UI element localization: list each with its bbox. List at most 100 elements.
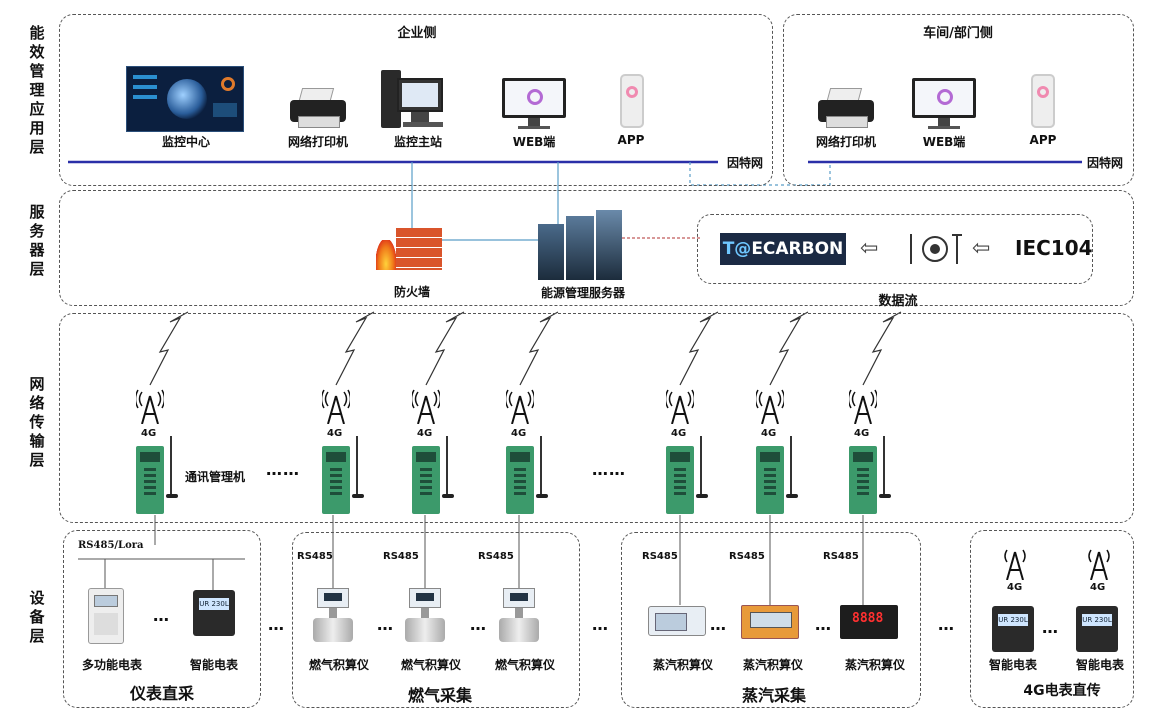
rs485-label-4: RS485 bbox=[642, 551, 678, 562]
gas-calculator-label: 燃气积算仪 bbox=[494, 658, 556, 672]
rs485-label-6: RS485 bbox=[823, 551, 859, 562]
steam-calculator-label-2: 蒸汽积算仪 bbox=[742, 658, 804, 672]
iec104-label: IEC104 bbox=[1015, 236, 1093, 260]
internet-label-enterprise: 因特网 bbox=[726, 156, 764, 170]
monitor-center-screen-icon bbox=[126, 66, 244, 132]
4g-smart-meter-icon-1: UR 230L bbox=[992, 606, 1034, 652]
device-ellipsis-5: … bbox=[592, 615, 609, 634]
enterprise-title: 企业侧 bbox=[397, 26, 437, 41]
dataflow-box bbox=[697, 214, 1093, 284]
4g-smart-meter-label-1: 智能电表 bbox=[988, 658, 1038, 672]
monitor-station-label: 监控主站 bbox=[393, 135, 443, 149]
4g-label-direct-2: 4G bbox=[1090, 582, 1106, 593]
app-phone-icon bbox=[620, 74, 644, 128]
layer-label-network: 网络传输层 bbox=[29, 375, 45, 469]
4g-label: 4G bbox=[417, 428, 433, 439]
tecarbon-logo: T@ECARBON bbox=[720, 233, 846, 265]
4g-antenna-icon bbox=[666, 388, 694, 424]
device-ellipsis-3: … bbox=[377, 615, 394, 634]
firewall-label: 防火墙 bbox=[393, 285, 431, 299]
4g-label: 4G bbox=[511, 428, 527, 439]
4g-meter-group-box bbox=[970, 530, 1134, 708]
group-steam-title: 蒸汽采集 bbox=[741, 686, 807, 705]
wireless-bolts bbox=[149, 311, 902, 386]
tecarbon-logo-right: ECARBON bbox=[751, 239, 844, 259]
enterprise-box bbox=[59, 14, 773, 186]
comm-manager-icon bbox=[666, 436, 710, 516]
group-4g-title: 4G电表直传 bbox=[1023, 683, 1101, 699]
layer-label-server: 服务器层 bbox=[29, 203, 45, 278]
rs485-label-2: RS485 bbox=[383, 551, 419, 562]
4g-label: 4G bbox=[327, 428, 343, 439]
workshop-app-label: APP bbox=[1029, 133, 1057, 147]
steam-calculator-display: 8888 bbox=[852, 611, 884, 626]
device-ellipsis-7: … bbox=[815, 615, 832, 634]
4g-smart-meter-icon-2: UR 230L bbox=[1076, 606, 1118, 652]
web-monitor-icon bbox=[502, 78, 566, 130]
rs485-lora-label: RS485/Lora bbox=[78, 540, 144, 551]
comm-manager-icon bbox=[506, 436, 550, 516]
layer-label-app: 能效管理应用层 bbox=[29, 24, 45, 156]
comm-manager-icon bbox=[756, 436, 800, 516]
4g-antenna-icon bbox=[322, 388, 350, 424]
workshop-box bbox=[783, 14, 1134, 186]
4g-smart-meter-screen-2: UR 230L bbox=[1082, 614, 1112, 626]
group-meter-title: 仪表直采 bbox=[129, 684, 195, 703]
web-label: WEB端 bbox=[512, 135, 556, 149]
rs485-label-3: RS485 bbox=[478, 551, 514, 562]
tecarbon-logo-left: T@ bbox=[722, 239, 752, 259]
network-printer-label: 网络打印机 bbox=[287, 135, 349, 149]
layer-label-device: 设备层 bbox=[29, 589, 45, 645]
comm-manager-icon bbox=[136, 436, 180, 516]
4g-antenna-icon-1 bbox=[1002, 546, 1028, 580]
4g-antenna-icon bbox=[136, 388, 164, 424]
network-ellipsis-1: …… bbox=[266, 460, 300, 479]
arrow-left-icon: ⇦ bbox=[860, 236, 879, 261]
gas-calculator-icon bbox=[405, 588, 445, 646]
dataflow-label: 数据流 bbox=[878, 294, 918, 309]
workshop-title: 车间/部门侧 bbox=[923, 26, 993, 41]
device-ellipsis-2: … bbox=[268, 615, 285, 634]
internet-label-workshop: 因特网 bbox=[1086, 156, 1124, 170]
comm-manager-icon bbox=[849, 436, 893, 516]
4g-label: 4G bbox=[854, 428, 870, 439]
monitor-station-icon bbox=[381, 70, 443, 130]
app-label: APP bbox=[617, 133, 645, 147]
4g-antenna-icon bbox=[849, 388, 877, 424]
4g-antenna-icon bbox=[756, 388, 784, 424]
steam-calculator-label-1: 蒸汽积算仪 bbox=[652, 658, 714, 672]
gas-calculator-label: 燃气积算仪 bbox=[400, 658, 462, 672]
multi-function-meter-label: 多功能电表 bbox=[81, 658, 143, 672]
network-layer-box bbox=[59, 313, 1134, 523]
iot-icon bbox=[910, 230, 962, 268]
smart-meter-screen: UR 230L bbox=[199, 598, 229, 610]
4g-label: 4G bbox=[671, 428, 687, 439]
meter-group-box bbox=[63, 530, 261, 708]
network-printer-icon bbox=[290, 88, 346, 128]
device-ellipsis-1: … bbox=[153, 606, 170, 625]
firewall-icon bbox=[376, 228, 442, 274]
steam-calculator-label-3: 蒸汽积算仪 bbox=[844, 658, 906, 672]
rs485-label-1: RS485 bbox=[297, 551, 333, 562]
steam-calculator-icon-2 bbox=[741, 605, 799, 639]
4g-antenna-icon bbox=[506, 388, 534, 424]
steam-calculator-icon-3: 8888 bbox=[840, 605, 898, 639]
server-layer-box bbox=[59, 190, 1134, 306]
4g-label: 4G bbox=[141, 428, 157, 439]
smart-meter-icon: UR 230L bbox=[193, 590, 235, 636]
steam-calculator-icon-1 bbox=[648, 606, 706, 636]
4g-smart-meter-screen-1: UR 230L bbox=[998, 614, 1028, 626]
group-gas-title: 燃气采集 bbox=[407, 686, 473, 705]
comm-manager-label: 通讯管理机 bbox=[185, 470, 246, 484]
monitor-center-label: 监控中心 bbox=[161, 135, 211, 149]
steam-group-box bbox=[621, 532, 921, 708]
workshop-printer-label: 网络打印机 bbox=[815, 135, 877, 149]
smart-meter-label: 智能电表 bbox=[189, 658, 239, 672]
gas-calculator-label: 燃气积算仪 bbox=[308, 658, 370, 672]
multi-function-meter-icon bbox=[88, 588, 124, 644]
device-ellipsis-8: … bbox=[938, 615, 955, 634]
workshop-app-phone-icon bbox=[1031, 74, 1055, 128]
device-ellipsis-6: … bbox=[710, 615, 727, 634]
4g-antenna-icon bbox=[412, 388, 440, 424]
comm-manager-icon bbox=[412, 436, 456, 516]
